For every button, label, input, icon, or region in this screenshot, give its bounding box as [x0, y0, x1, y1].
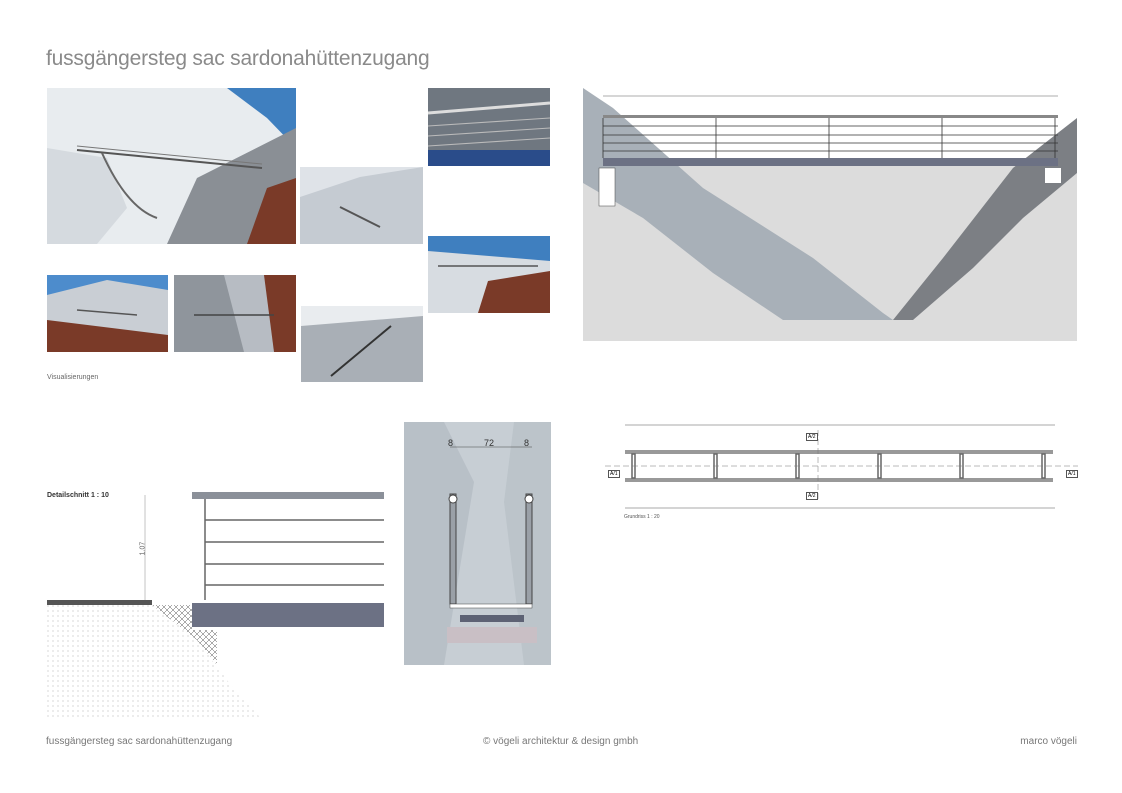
visualisation-2: [300, 167, 423, 244]
dim-middle: 72: [484, 438, 495, 448]
bridge-elevation-drawing: [583, 88, 1077, 341]
visualisation-5: [428, 236, 550, 313]
detail-section-drawing: [47, 490, 384, 720]
visualisation-railing-detail: [428, 88, 550, 166]
visualisation-4: [174, 275, 296, 352]
section-marker-a2-bottom: A/2: [806, 492, 818, 500]
detail-section-title: Detailschnitt 1 : 10: [47, 492, 109, 499]
visualisation-6: [301, 306, 423, 382]
visualisation-3: [47, 275, 168, 352]
visualisations-caption: Visualisierungen: [47, 374, 99, 381]
dim-left: 8: [448, 438, 454, 448]
cross-section-drawing: 8 72 8: [404, 422, 551, 665]
footer-author: marco vögeli: [1020, 736, 1077, 747]
page-title: fussgängersteg sac sardonahüttenzugang: [46, 47, 430, 70]
visualisation-main: [47, 88, 296, 244]
footer-copyright: © vögeli architektur & design gmbh: [483, 736, 639, 747]
detail-height-dimension: 1.07: [139, 541, 147, 556]
section-marker-a1-left: A/1: [608, 470, 620, 478]
section-marker-a2-top: A/2: [806, 433, 818, 441]
section-marker-a1-right: A/1: [1066, 470, 1078, 478]
plan-caption: Grundriss 1 : 20: [624, 514, 660, 520]
plan-drawing: A/2 A/2 A/1 A/1: [600, 420, 1080, 512]
dim-right: 8: [524, 438, 530, 448]
footer-project-name: fussgängersteg sac sardonahüttenzugang: [46, 736, 233, 747]
